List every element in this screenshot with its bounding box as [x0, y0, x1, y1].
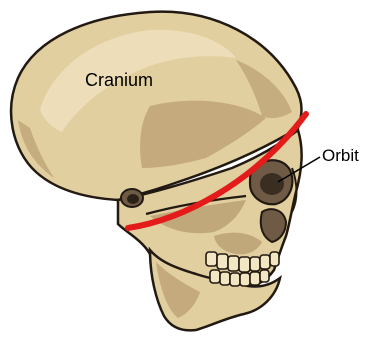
tooth — [270, 252, 279, 266]
tooth — [230, 273, 240, 286]
tooth — [210, 270, 220, 283]
cranium-label: Cranium — [85, 70, 153, 91]
tooth — [217, 254, 228, 269]
tooth — [250, 272, 260, 285]
orbit-label: Orbit — [322, 146, 359, 166]
orbit-socket-deep — [260, 173, 284, 195]
tooth — [206, 252, 217, 266]
tooth — [228, 256, 239, 271]
tooth — [250, 257, 260, 271]
ear-opening-inner — [127, 194, 139, 204]
tooth — [260, 255, 270, 269]
tooth — [260, 270, 269, 282]
tooth — [220, 272, 230, 285]
tooth — [239, 257, 250, 272]
tooth — [240, 273, 250, 286]
